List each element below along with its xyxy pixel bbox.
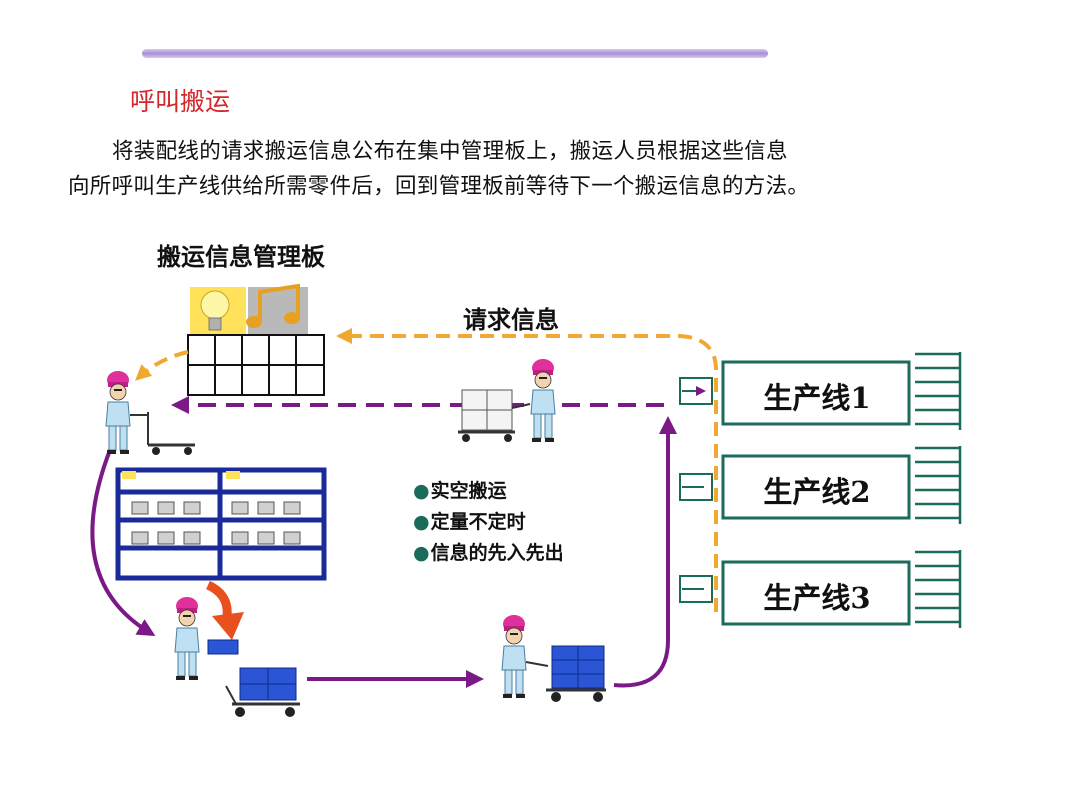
feature-item: ●信息的先入先出 <box>413 542 564 564</box>
request-info-label: 请求信息 <box>463 306 559 334</box>
worker-returning <box>458 358 556 443</box>
production-line-1-label: 生产线1 <box>763 381 871 415</box>
feature-item: ●实空搬运 <box>413 480 507 502</box>
parts-shelf <box>115 467 327 640</box>
description: 将装配线的请求搬运信息公布在集中管理板上，搬运人员根据这些信息 向所呼叫生产线供… <box>68 134 988 204</box>
production-line-3 <box>679 550 962 628</box>
feature-list: ●实空搬运 ●定量不定时 ●信息的先入先出 <box>413 476 564 569</box>
management-board <box>187 283 325 396</box>
production-line-3-label: 生产线3 <box>763 581 871 615</box>
description-line-2: 向所呼叫生产线供给所需零件后，回到管理板前等待下一个搬运信息的方法。 <box>68 174 810 199</box>
description-line-1: 将装配线的请求搬运信息公布在集中管理板上，搬运人员根据这些信息 <box>112 139 788 164</box>
header-divider <box>142 49 768 58</box>
production-line-2 <box>679 446 962 524</box>
request-flow <box>135 328 718 612</box>
page-title: 呼叫搬运 <box>130 87 231 116</box>
board-title: 搬运信息管理板 <box>157 243 325 271</box>
delivery-flow <box>90 416 677 688</box>
worker-at-board <box>105 370 195 455</box>
worker-picking <box>174 596 300 717</box>
production-line-1 <box>679 352 962 430</box>
feature-item: ●定量不定时 <box>413 511 526 533</box>
worker-delivering <box>501 614 606 702</box>
production-line-2-label: 生产线2 <box>763 475 871 509</box>
